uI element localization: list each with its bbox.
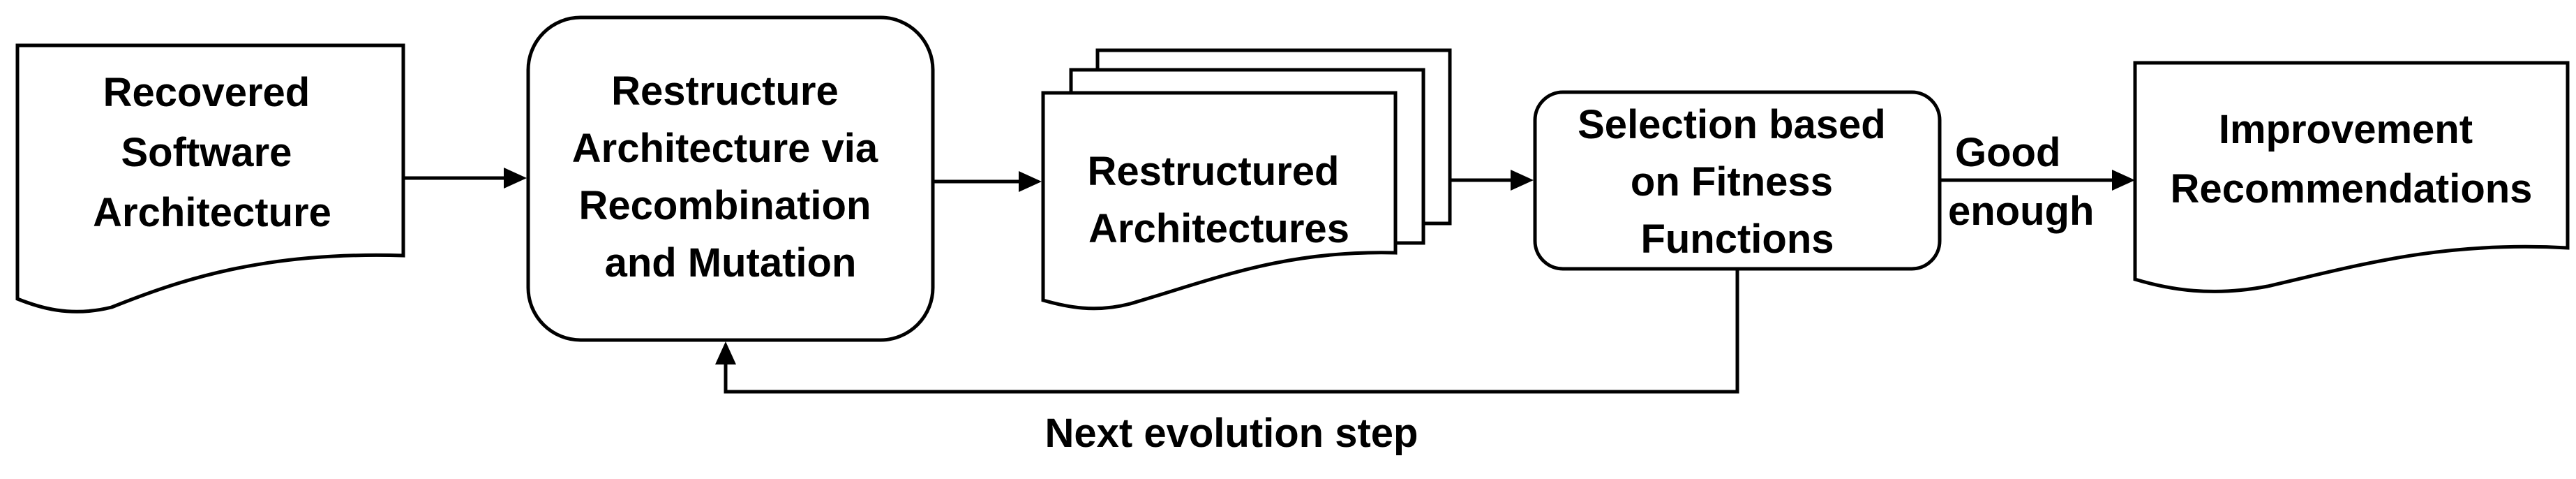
recovered-architecture-node: Recovered Software Architecture <box>15 43 405 314</box>
arrow-architectures-to-selection <box>1450 170 1534 191</box>
selection-process-node: Selection based on Fitness Functions <box>1533 90 1942 271</box>
restructured-architectures-node: Restructured Architectures <box>1041 48 1452 311</box>
document-stack-front <box>1041 91 1398 311</box>
feedback-loop-arrow <box>715 269 1739 394</box>
selection-process-label: Selection based on Fitness Functions <box>1578 102 1897 262</box>
process-box <box>526 15 935 342</box>
next-evolution-step-label: Next evolution step <box>1045 411 1418 456</box>
recovered-architecture-label: Recovered Software Architecture <box>93 70 331 235</box>
arrow-recovered-to-restructure <box>403 168 527 189</box>
document-shape <box>2133 61 2570 293</box>
good-enough-label: Good enough <box>1948 130 2094 234</box>
improvement-recommendations-node: Improvement Recommendations <box>2133 61 2570 293</box>
arrow-restructure-to-architectures <box>933 171 1042 192</box>
arrow-selection-to-improvement <box>1940 170 2135 191</box>
restructured-architectures-label: Restructured Architectures <box>1087 149 1350 251</box>
improvement-recommendations-label: Improvement Recommendations <box>2171 107 2533 212</box>
restructure-process-node: Restructure Architecture via Recombinati… <box>526 15 935 342</box>
restructure-process-label: Restructure Architecture via Recombinati… <box>572 68 890 286</box>
document-shape <box>15 43 405 314</box>
